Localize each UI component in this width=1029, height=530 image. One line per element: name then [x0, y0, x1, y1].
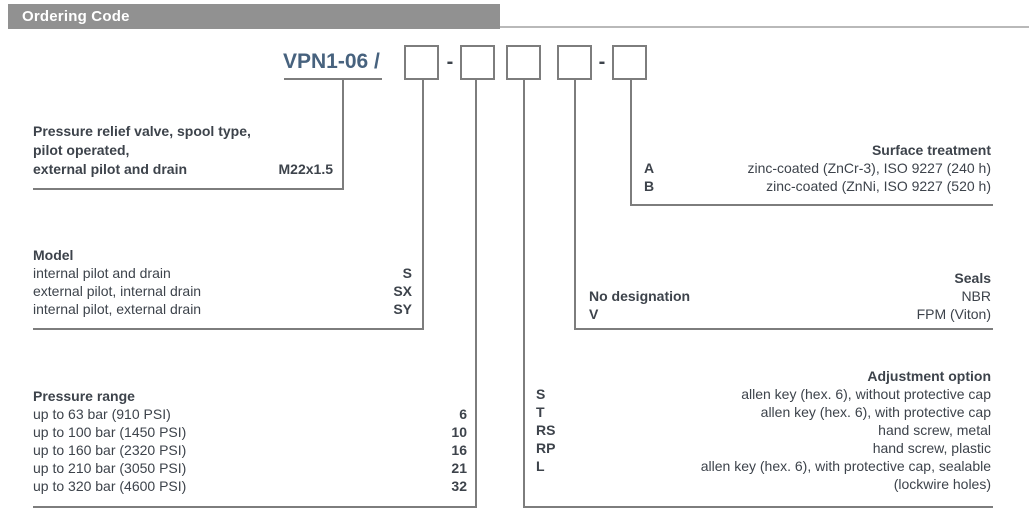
page-title: Ordering Code [22, 8, 130, 25]
option-label: allen key (hex. 6), with protective cap,… [700, 458, 991, 474]
option-row: internal pilot and drain S [33, 264, 412, 282]
option-code: No designation [589, 288, 691, 304]
code-box-1 [404, 45, 439, 80]
connector-line-surface-vertical [630, 80, 632, 206]
option-row: up to 320 bar (4600 PSI) 32 [33, 477, 467, 495]
option-label: zinc-coated (ZnNi, ISO 9227 (520 h) [766, 178, 991, 194]
option-code: 6 [459, 406, 467, 422]
connector-line-seals-horizontal [574, 328, 993, 330]
option-row: A zinc-coated (ZnCr-3), ISO 9227 (240 h) [644, 159, 991, 177]
option-code: L [536, 458, 545, 474]
option-code: 21 [451, 460, 467, 476]
option-row: up to 100 bar (1450 PSI) 10 [33, 423, 467, 441]
option-label: hand screw, plastic [872, 440, 991, 456]
option-code: T [536, 404, 545, 420]
code-box-2 [460, 45, 495, 80]
connector-line-description-vertical [342, 80, 344, 190]
option-code: RS [536, 422, 556, 438]
option-label: up to 210 bar (3050 PSI) [33, 460, 187, 476]
option-row: S allen key (hex. 6), without protective… [536, 385, 991, 403]
option-label: FPM (Viton) [916, 306, 991, 322]
option-label: external pilot, internal drain [33, 283, 202, 299]
section-title-adjustment-option: Adjustment option [867, 368, 991, 384]
description-line: pilot operated, [33, 142, 130, 158]
code-dash-2: - [598, 51, 606, 73]
code-box-5 [612, 45, 647, 80]
option-row: up to 210 bar (3050 PSI) 21 [33, 459, 467, 477]
model-prefix-underline [284, 78, 382, 80]
connector-line-surface-horizontal [630, 204, 993, 206]
option-label: up to 320 bar (4600 PSI) [33, 478, 187, 494]
option-code: 16 [451, 442, 467, 458]
thread-size-value: M22x1.5 [278, 161, 333, 177]
option-row: internal pilot, external drain SY [33, 300, 412, 318]
connector-line-adjustment-horizontal [523, 506, 993, 508]
section-title-model: Model [33, 247, 74, 263]
option-row: (lockwire holes) [536, 475, 991, 493]
section-header-bar: Ordering Code [8, 4, 500, 29]
connector-line-model-vertical [422, 80, 424, 330]
description-line: Pressure relief valve, spool type, [33, 123, 251, 139]
option-label: hand screw, metal [878, 422, 991, 438]
option-row: L allen key (hex. 6), with protective ca… [536, 457, 991, 475]
option-label: (lockwire holes) [893, 476, 991, 492]
option-code: SX [393, 283, 412, 299]
model-code-prefix: VPN1-06 / [283, 50, 380, 73]
option-label: internal pilot, external drain [33, 301, 202, 317]
section-surface-treatment: Surface treatment A zinc-coated (ZnCr-3)… [644, 141, 991, 195]
option-code: S [402, 265, 412, 281]
section-adjustment-option: Adjustment option S allen key (hex. 6), … [536, 367, 991, 493]
option-row: external pilot, internal drain SX [33, 282, 412, 300]
code-box-3 [506, 45, 541, 80]
option-label: up to 63 bar (910 PSI) [33, 406, 171, 422]
option-code: RP [536, 440, 556, 456]
section-pressure-range: Pressure range up to 63 bar (910 PSI) 6 … [33, 387, 467, 495]
option-row: RP hand screw, plastic [536, 439, 991, 457]
option-label: internal pilot and drain [33, 265, 171, 281]
option-label: allen key (hex. 6), without protective c… [741, 386, 991, 402]
option-row: up to 63 bar (910 PSI) 6 [33, 405, 467, 423]
section-model: Model internal pilot and drain S externa… [33, 246, 412, 318]
section-valve-description: Pressure relief valve, spool type, pilot… [33, 122, 333, 179]
connector-line-pressure-vertical [475, 80, 477, 508]
section-title-seals: Seals [954, 270, 991, 286]
option-label: up to 160 bar (2320 PSI) [33, 442, 187, 458]
option-row: T allen key (hex. 6), with protective ca… [536, 403, 991, 421]
option-label: allen key (hex. 6), with protective cap [760, 404, 991, 420]
option-code: SY [393, 301, 412, 317]
section-seals: Seals No designation NBR V FPM (Viton) [589, 269, 991, 323]
option-label: NBR [961, 288, 991, 304]
code-dash-1: - [446, 51, 454, 73]
option-row: up to 160 bar (2320 PSI) 16 [33, 441, 467, 459]
description-line: external pilot and drain [33, 161, 188, 177]
header-divider-line [500, 26, 1029, 28]
option-code: 32 [451, 478, 467, 494]
connector-line-pressure-horizontal [33, 506, 477, 508]
option-row: No designation NBR [589, 287, 991, 305]
option-code: A [644, 160, 655, 176]
code-box-4 [557, 45, 592, 80]
option-code: V [589, 306, 599, 322]
option-label: up to 100 bar (1450 PSI) [33, 424, 187, 440]
connector-line-adjustment-vertical [523, 80, 525, 508]
option-code: B [644, 178, 655, 194]
option-row: B zinc-coated (ZnNi, ISO 9227 (520 h) [644, 177, 991, 195]
option-label: zinc-coated (ZnCr-3), ISO 9227 (240 h) [747, 160, 991, 176]
option-code: 10 [451, 424, 467, 440]
connector-line-description-horizontal [33, 188, 344, 190]
option-row: RS hand screw, metal [536, 421, 991, 439]
option-row: V FPM (Viton) [589, 305, 991, 323]
connector-line-model-horizontal [33, 328, 424, 330]
section-title-pressure-range: Pressure range [33, 388, 135, 404]
section-title-surface-treatment: Surface treatment [871, 142, 991, 158]
option-code: S [536, 386, 546, 402]
connector-line-seals-vertical [574, 80, 576, 330]
